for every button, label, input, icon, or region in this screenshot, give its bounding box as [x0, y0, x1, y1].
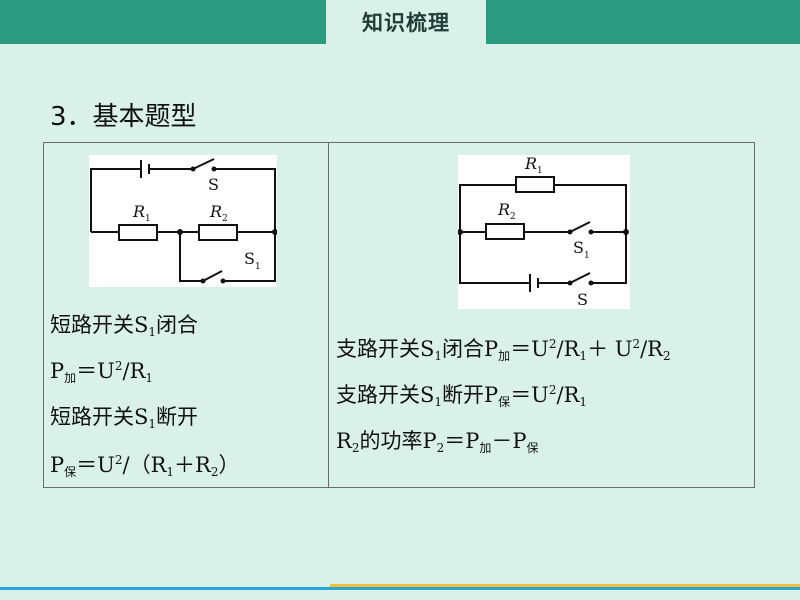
right-label-r2-sub: 2 [510, 212, 516, 222]
left-label-s: S [208, 175, 219, 194]
right-label-s1-sub: 1 [584, 251, 590, 261]
left-label-s1: S [244, 249, 255, 268]
bottom-blue-line [0, 587, 800, 590]
left-label-r2: R [209, 202, 222, 221]
section-heading: 3．基本题型 [50, 102, 197, 132]
right-label-s1: S [573, 238, 584, 257]
column-divider [328, 143, 329, 487]
right-label-r1: R [524, 155, 537, 173]
left-circuit-svg: S R 1 R 2 S 1 [90, 158, 278, 284]
left-label-r2-sub: 2 [222, 214, 228, 224]
right-label-s: S [577, 290, 588, 309]
left-circuit-diagram: S R 1 R 2 S 1 [89, 155, 278, 287]
left-line-1: 短路开关S1闭合 [50, 313, 199, 339]
right-line-2: 支路开关S1断开P保＝U2/R1 [336, 383, 588, 409]
right-line-3: R2的功率P2＝P加－P保 [336, 429, 539, 455]
right-circuit-diagram: R 1 R 2 S 1 S [457, 154, 630, 309]
content-table: S R 1 R 2 S 1 [43, 142, 755, 488]
right-label-r1-sub: 1 [537, 166, 543, 176]
title-badge [326, 0, 486, 44]
left-line-4: P保＝U2/（R1＋R2） [50, 453, 240, 479]
left-line-3: 短路开关S1断开 [50, 405, 199, 431]
title-badge-tip [326, 44, 486, 60]
left-label-r1-sub: 1 [145, 214, 151, 224]
right-label-r2: R [497, 200, 510, 219]
badge-title: 知识梳理 [362, 11, 450, 35]
right-circuit-svg: R 1 R 2 S 1 S [457, 154, 629, 309]
left-label-s1-sub: 1 [255, 262, 261, 272]
bottom-yellow-line [330, 584, 800, 587]
left-line-2: P加＝U2/R1 [50, 359, 154, 385]
left-label-r1: R [132, 202, 145, 221]
right-line-1: 支路开关S1闭合P加＝U2/R1＋ U2/R2 [336, 337, 671, 363]
